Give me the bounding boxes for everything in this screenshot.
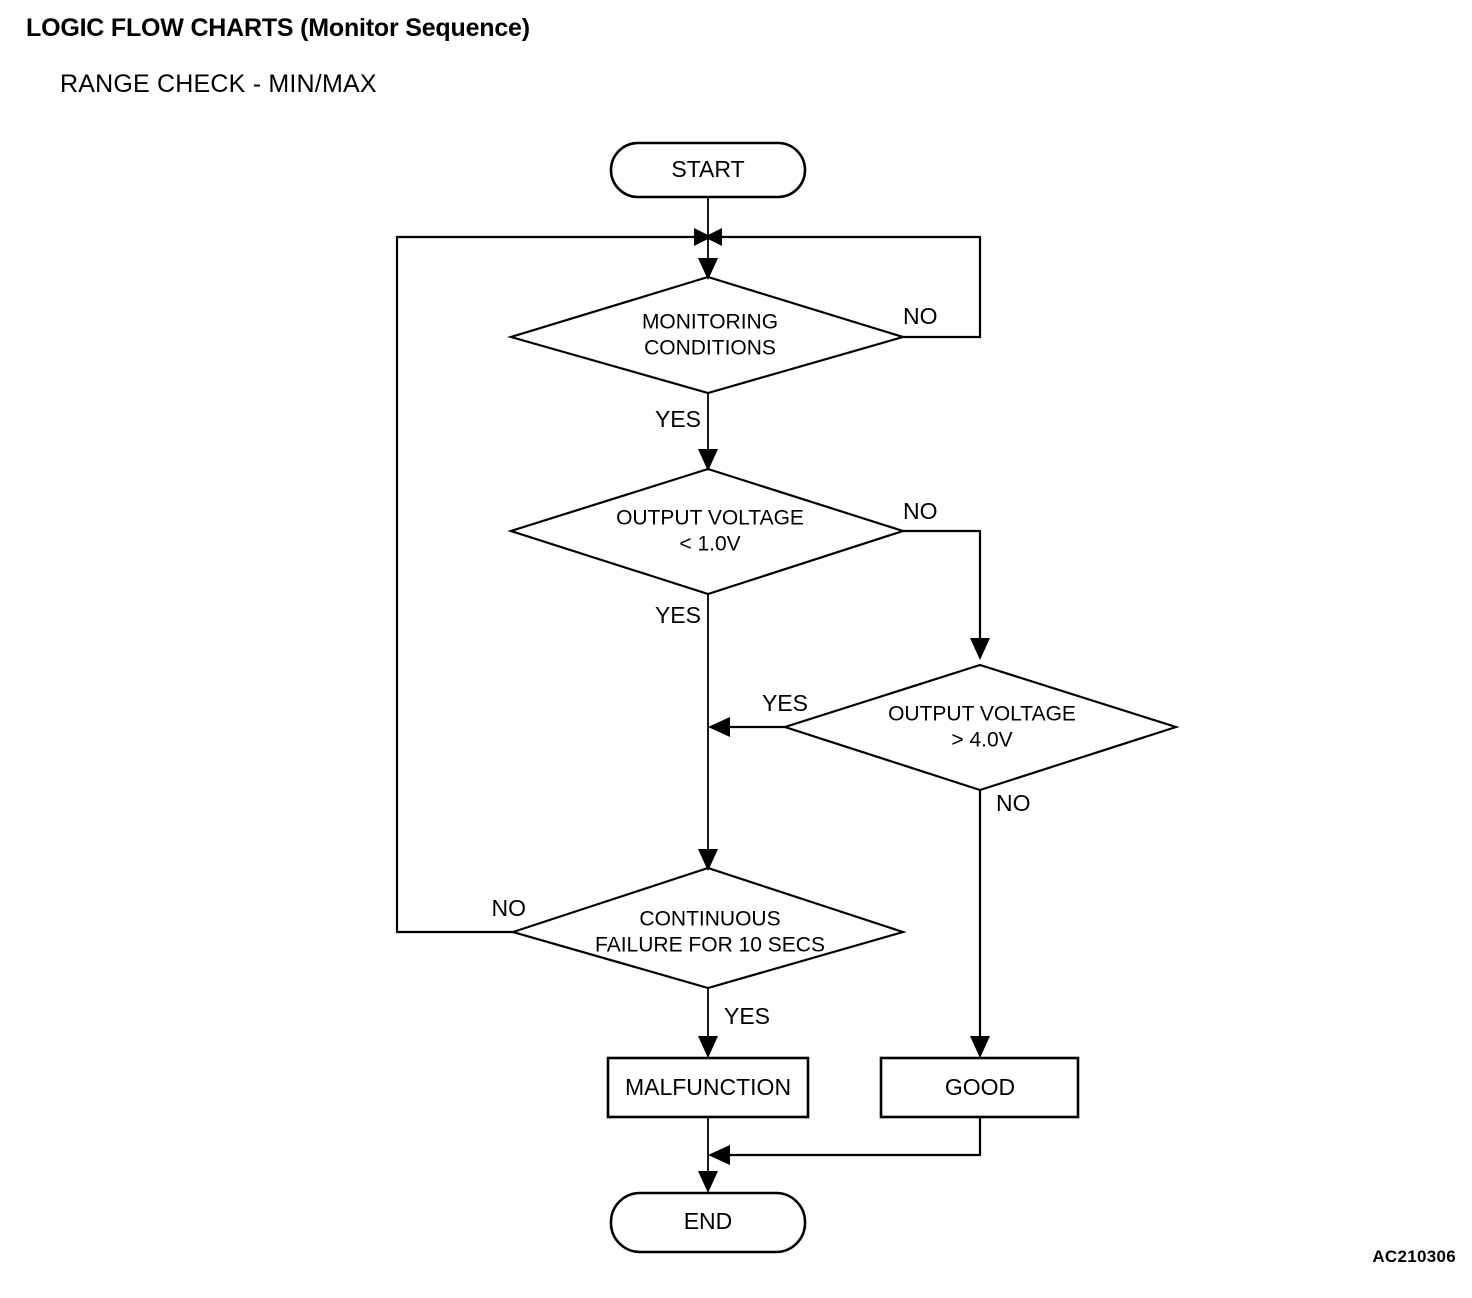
- edge-label-vmin-yes: YES: [655, 602, 701, 628]
- edge-vmax-no-to-good: [970, 790, 990, 1058]
- edge-label-continuous-yes: YES: [724, 1003, 770, 1029]
- edge-monitoring-no-return-loop: [704, 228, 982, 339]
- edge-label-vmax-no: NO: [996, 790, 1031, 816]
- node-vmax-label-line2: > 4.0V: [951, 729, 1012, 752]
- edge-merge-to-end: [698, 1117, 982, 1193]
- node-good-label: GOOD: [945, 1074, 1015, 1100]
- node-vmin-label-line2: < 1.0V: [679, 533, 740, 556]
- page-subtitle: RANGE CHECK - MIN/MAX: [60, 70, 377, 98]
- node-malfunction-label: MALFUNCTION: [625, 1074, 791, 1100]
- figure-reference-code: AC210306: [1372, 1247, 1456, 1266]
- edge-continuous-yes-to-malfunction: [698, 988, 718, 1058]
- edge-continuous-no-return-loop: [395, 228, 712, 934]
- edge-label-monitoring-yes: YES: [655, 406, 701, 432]
- edge-vmin-yes-to-continuous: [698, 594, 718, 871]
- edge-vmin-no-to-vmax: [903, 529, 990, 660]
- node-good[interactable]: GOOD: [879, 1056, 1080, 1119]
- node-output-voltage-min[interactable]: OUTPUT VOLTAGE < 1.0V: [507, 467, 907, 596]
- node-monitoring-conditions[interactable]: MONITORING CONDITIONS: [507, 275, 907, 395]
- node-end-label: END: [684, 1208, 733, 1234]
- node-output-voltage-max[interactable]: OUTPUT VOLTAGE > 4.0V: [781, 663, 1180, 792]
- edge-label-vmax-yes: YES: [762, 690, 808, 716]
- edge-label-continuous-no: NO: [492, 895, 527, 921]
- node-vmax-label-line1: OUTPUT VOLTAGE: [888, 703, 1076, 726]
- edge-monitoring-yes-to-vmin: [698, 393, 718, 471]
- node-end[interactable]: END: [609, 1191, 807, 1254]
- node-start[interactable]: START: [609, 141, 807, 199]
- node-malfunction[interactable]: MALFUNCTION: [606, 1056, 810, 1119]
- node-continuous-failure[interactable]: CONTINUOUS FAILURE FOR 10 SECS: [509, 866, 907, 990]
- edge-junction-to-monitoring: [698, 237, 718, 280]
- page-title: LOGIC FLOW CHARTS (Monitor Sequence): [26, 14, 530, 42]
- node-vmin-label-line1: OUTPUT VOLTAGE: [616, 507, 804, 530]
- edge-label-monitoring-no: NO: [903, 303, 938, 329]
- node-start-label: START: [671, 156, 744, 182]
- edge-label-vmin-no: NO: [903, 498, 938, 524]
- node-monitoring-label-line2: CONDITIONS: [644, 337, 776, 360]
- node-monitoring-label-line1: MONITORING: [642, 311, 778, 334]
- edge-vmax-yes-to-continuous-path: [708, 717, 785, 737]
- node-continuous-label-line1: CONTINUOUS: [639, 908, 780, 931]
- node-continuous-label-line2: FAILURE FOR 10 SECS: [595, 934, 825, 957]
